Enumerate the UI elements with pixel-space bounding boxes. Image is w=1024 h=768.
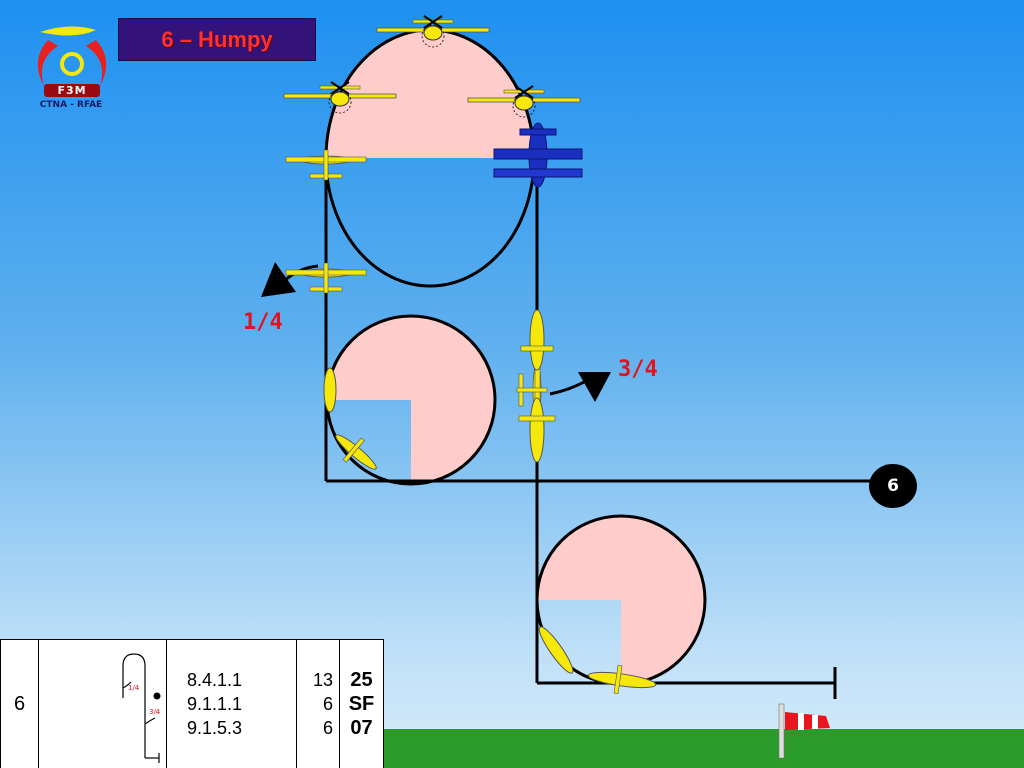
mini-roll-second: 3/4: [149, 708, 161, 716]
mini-figure-diagram: 1/4 3/4: [122, 653, 161, 763]
catalog-number: 9.1.1.1: [187, 694, 243, 714]
figure-number-badge: 6: [869, 464, 917, 508]
page-title: 6 – Humpy: [118, 18, 316, 61]
total-cell: 25 SF 07: [339, 639, 384, 768]
airplane-icon: [283, 15, 657, 694]
figure-code: SF 07: [348, 693, 375, 739]
mini-diagram-cell: 1/4 3/4: [38, 639, 167, 768]
figure-number-cell: 6: [0, 639, 39, 768]
logo-name: F3M: [44, 84, 100, 97]
roll-label-second: 3/4: [618, 357, 658, 382]
roll-label-first: 1/4: [243, 310, 283, 335]
mini-roll-first: 1/4: [128, 684, 140, 692]
airplane-icon: [493, 122, 583, 188]
catalog-cell: 8.4.1.1 9.1.1.1 9.1.5.3: [166, 639, 297, 768]
catalog-number: 8.4.1.1: [187, 670, 243, 690]
logo-subtitle: CTNA - RFAE: [39, 100, 103, 110]
total-k: 25: [350, 669, 373, 691]
k-factor-cell: 13 6 6: [296, 639, 340, 768]
windsock-icon: [778, 703, 830, 759]
f3m-logo-icon: [37, 26, 107, 86]
ground: [384, 729, 1024, 768]
arrow-icon: [578, 372, 611, 402]
table-row: 6 1/4 3/4 8.4.1.1 9.1.1.1: [0, 639, 384, 768]
k-factor: 13: [312, 670, 333, 690]
schedule-table: 6 1/4 3/4 8.4.1.1 9.1.1.1: [0, 639, 384, 768]
k-factor: 6: [322, 694, 333, 714]
arrow-icon: [261, 262, 296, 297]
catalog-number: 9.1.5.3: [187, 718, 243, 738]
k-factor: 6: [322, 718, 333, 738]
